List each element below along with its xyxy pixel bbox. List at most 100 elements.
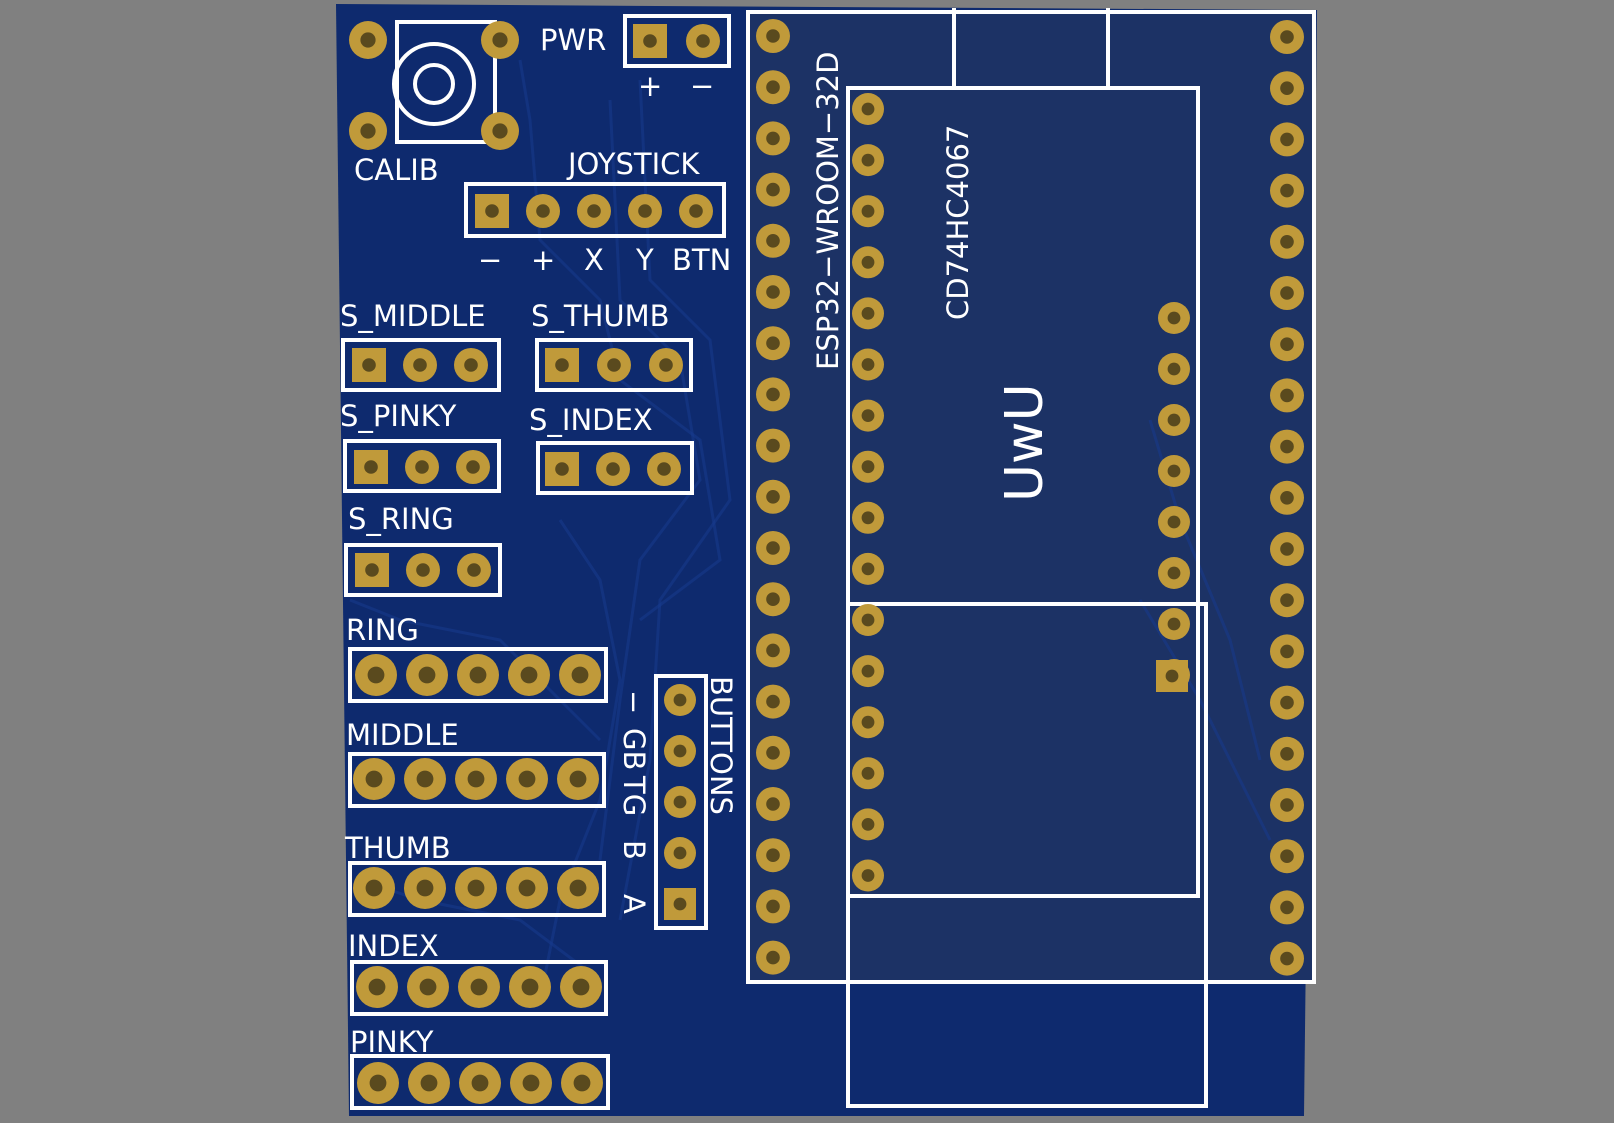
s-index-outline bbox=[536, 441, 694, 495]
esp32-left-pad bbox=[756, 684, 790, 719]
mux-right-pad bbox=[1158, 455, 1190, 487]
esp32-right-pad bbox=[1270, 685, 1304, 720]
pinky-pad bbox=[408, 1062, 450, 1104]
esp32-left-pad bbox=[756, 735, 790, 770]
pwr-pad bbox=[633, 24, 667, 58]
button-pin-label: TG bbox=[617, 775, 651, 816]
s-pinky-pad bbox=[354, 450, 388, 484]
mux-left-pad bbox=[852, 859, 884, 892]
s-middle-label: S_MIDDLE bbox=[340, 299, 486, 333]
joystick-pad bbox=[526, 194, 560, 228]
thumb-pad bbox=[404, 867, 446, 909]
index-label: INDEX bbox=[348, 929, 439, 963]
index-pad bbox=[560, 966, 602, 1008]
esp32-left-pad bbox=[756, 787, 790, 821]
mux-right-pad bbox=[1158, 302, 1190, 334]
ring-label: RING bbox=[346, 613, 419, 647]
esp32-right-pad bbox=[1270, 839, 1304, 874]
pinky-pad bbox=[561, 1062, 603, 1104]
s-middle-pad bbox=[403, 348, 437, 382]
esp32-module-area bbox=[746, 10, 1314, 982]
middle-pad bbox=[353, 758, 395, 800]
mux-left-pad bbox=[852, 501, 884, 534]
mux-right-pad bbox=[1156, 660, 1188, 692]
esp32-right-pad bbox=[1270, 327, 1304, 362]
antenna-outline bbox=[846, 602, 1208, 1108]
mux-right-pad bbox=[1158, 506, 1190, 538]
esp32-right-pad bbox=[1270, 941, 1304, 976]
button-pin-label: GB bbox=[617, 728, 651, 770]
esp32-left-pad bbox=[756, 326, 790, 361]
mux-left-pad bbox=[852, 297, 884, 330]
esp32-right-pad bbox=[1270, 583, 1304, 618]
esp32-left-pad bbox=[756, 531, 790, 565]
pinky-pad bbox=[357, 1062, 399, 1104]
s-middle-outline bbox=[341, 338, 501, 392]
calib-pad bbox=[481, 21, 519, 59]
pinky-outline bbox=[350, 1054, 610, 1110]
s-ring-outline bbox=[344, 543, 502, 597]
s-ring-pad bbox=[457, 553, 491, 587]
mux-label: CD74HC4067 bbox=[941, 125, 975, 320]
thumb-pad bbox=[353, 867, 395, 909]
ring-pad bbox=[355, 654, 397, 696]
calib-pad bbox=[349, 112, 387, 150]
copper-pads bbox=[349, 19, 1304, 1104]
ring-pad bbox=[508, 654, 550, 696]
index-pad bbox=[458, 966, 500, 1008]
esp32-left-pad bbox=[756, 377, 790, 412]
s-index-pad bbox=[596, 452, 630, 486]
buttons-pad bbox=[664, 888, 696, 920]
s-thumb-label: S_THUMB bbox=[531, 299, 670, 333]
esp32-right-pad bbox=[1270, 736, 1304, 771]
buttons-pad bbox=[664, 837, 696, 869]
esp32-left-pad bbox=[756, 223, 790, 258]
esp32-right-pad bbox=[1270, 224, 1304, 259]
joy-pin-label: − bbox=[478, 243, 502, 277]
mux-right-pad bbox=[1158, 404, 1190, 436]
calib-pad bbox=[349, 21, 387, 59]
pinky-label: PINKY bbox=[350, 1025, 434, 1059]
button-pin-labels: − GB TG B A bbox=[617, 690, 651, 914]
esp32-right-pad bbox=[1270, 378, 1304, 413]
esp32-left-pad bbox=[756, 633, 790, 668]
index-pad bbox=[509, 966, 551, 1008]
esp32-right-pad bbox=[1270, 788, 1304, 822]
mux-left-pad bbox=[852, 399, 884, 432]
esp32-right-pad bbox=[1270, 634, 1304, 669]
pwr-plus-label: + bbox=[638, 69, 662, 103]
silkscreen-labels: PWR + − CALIB JOYSTICK − + X Y BTN S_MID… bbox=[340, 23, 1055, 1059]
mux-left-pad bbox=[852, 706, 884, 739]
joystick-pad bbox=[628, 194, 662, 228]
esp32-left-pad bbox=[756, 582, 790, 617]
esp32-right-pad bbox=[1270, 532, 1304, 566]
mux-right-pad bbox=[1158, 557, 1190, 589]
esp32-right-pad bbox=[1270, 429, 1304, 464]
esp32-outline bbox=[746, 10, 1316, 984]
s-thumb-pad bbox=[545, 348, 579, 382]
esp32-label: ESP32−WROOM−32D bbox=[811, 52, 845, 370]
index-pad bbox=[356, 966, 398, 1008]
middle-pad bbox=[506, 758, 548, 800]
s-pinky-pad bbox=[456, 450, 490, 484]
esp32-right-pad bbox=[1270, 276, 1304, 310]
s-index-pad bbox=[647, 452, 681, 486]
joystick-pad bbox=[475, 194, 509, 228]
esp32-left-pad bbox=[756, 940, 790, 975]
mux-left-pad bbox=[852, 552, 884, 585]
esp32-right-pad bbox=[1270, 71, 1304, 106]
index-outline bbox=[350, 960, 608, 1016]
silkscreen-outlines bbox=[341, 8, 1316, 1110]
joy-pin-label: X bbox=[584, 243, 604, 277]
s-thumb-pad bbox=[597, 348, 631, 382]
middle-outline bbox=[348, 752, 606, 808]
esp32-left-pad bbox=[756, 479, 790, 514]
buttons-label: BUTTONS bbox=[704, 676, 738, 815]
buttons-pad bbox=[664, 786, 696, 818]
pwr-label: PWR bbox=[540, 23, 606, 57]
s-pinky-pad bbox=[405, 450, 439, 484]
buttons-pad bbox=[664, 735, 696, 767]
joystick-pad bbox=[679, 194, 713, 228]
mux-left-pad bbox=[852, 144, 884, 177]
calib-pad bbox=[481, 112, 519, 150]
